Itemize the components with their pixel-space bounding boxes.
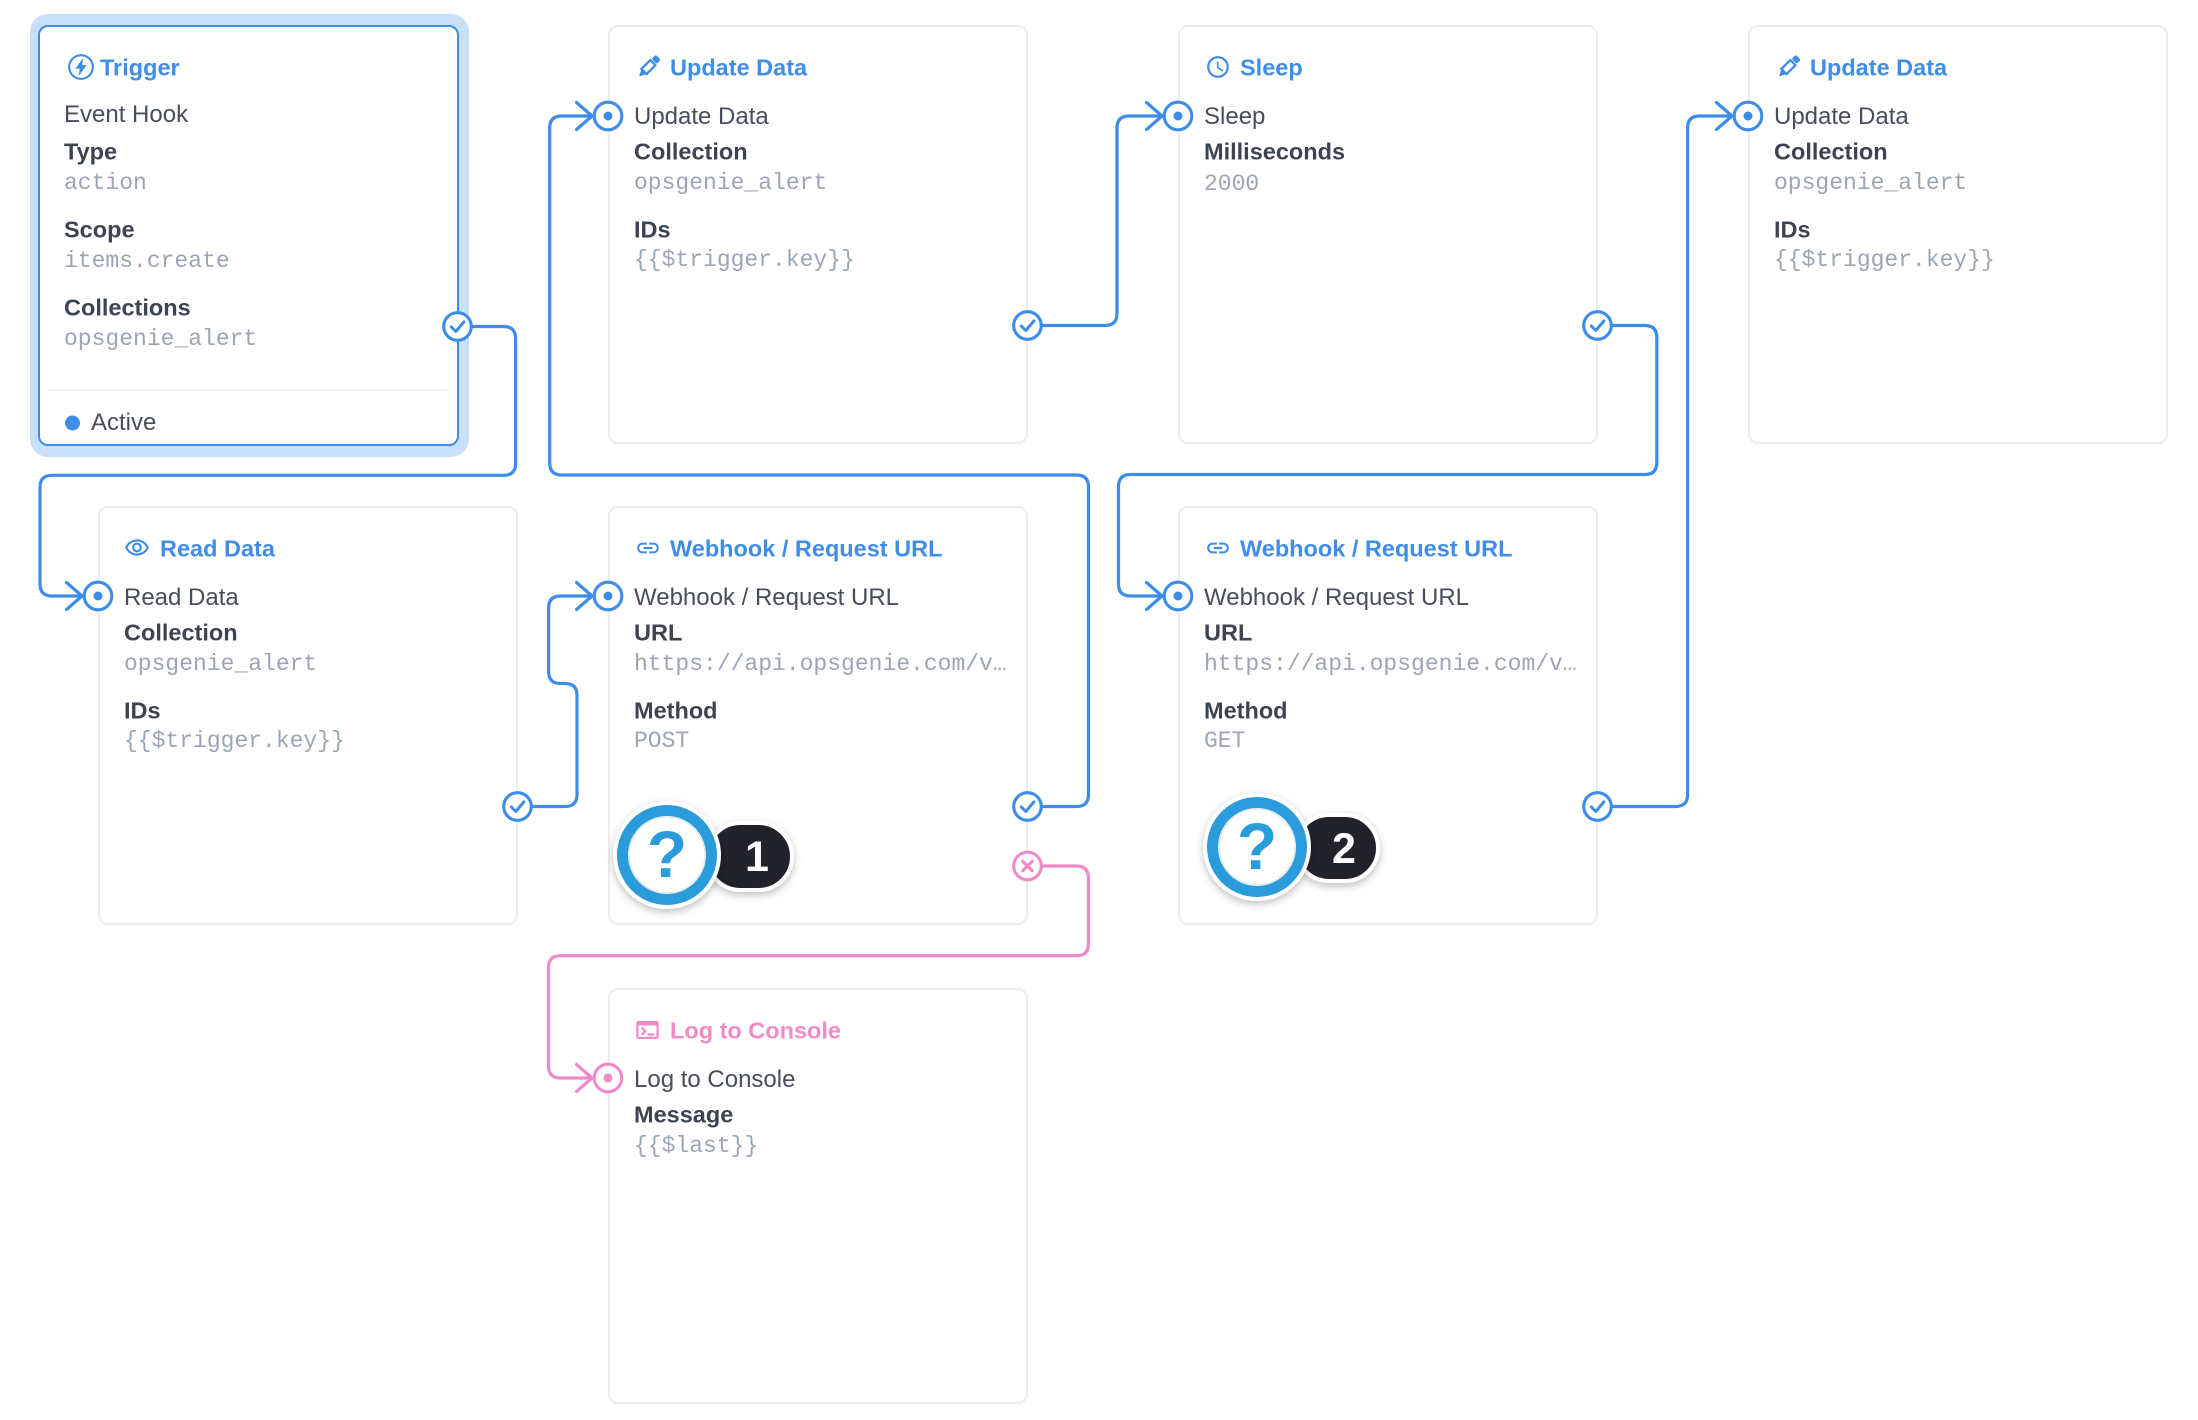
svg-text:?: ? (1237, 809, 1277, 883)
svg-text:1: 1 (745, 833, 769, 881)
svg-text:2: 2 (1332, 825, 1356, 873)
svg-text:?: ? (647, 817, 687, 891)
